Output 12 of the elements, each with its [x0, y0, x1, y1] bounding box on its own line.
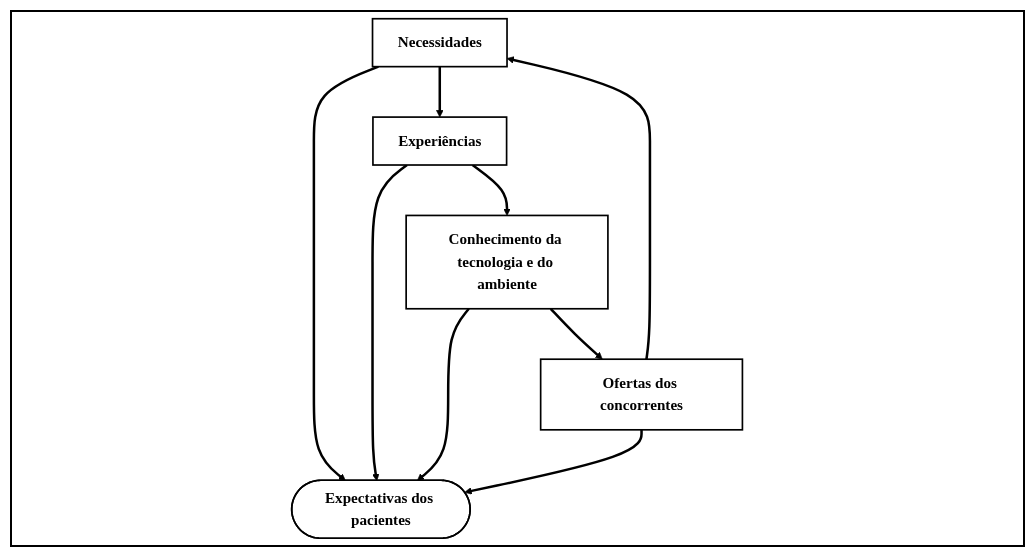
- arrow: [313, 65, 380, 481]
- arrow: [417, 307, 471, 481]
- node-box: Necessidades: [372, 17, 509, 68]
- arrow: [371, 164, 409, 481]
- arrow: [472, 164, 512, 216]
- node-box: Ofertas dos concorrentes: [540, 358, 744, 431]
- node-box: Experiências: [372, 116, 508, 166]
- node-box: Conhecimento da tecnologia e do ambiente: [405, 214, 610, 310]
- arrow: [550, 307, 604, 360]
- arrow: [507, 56, 652, 360]
- arrow: [436, 66, 444, 118]
- arrow: [464, 429, 644, 495]
